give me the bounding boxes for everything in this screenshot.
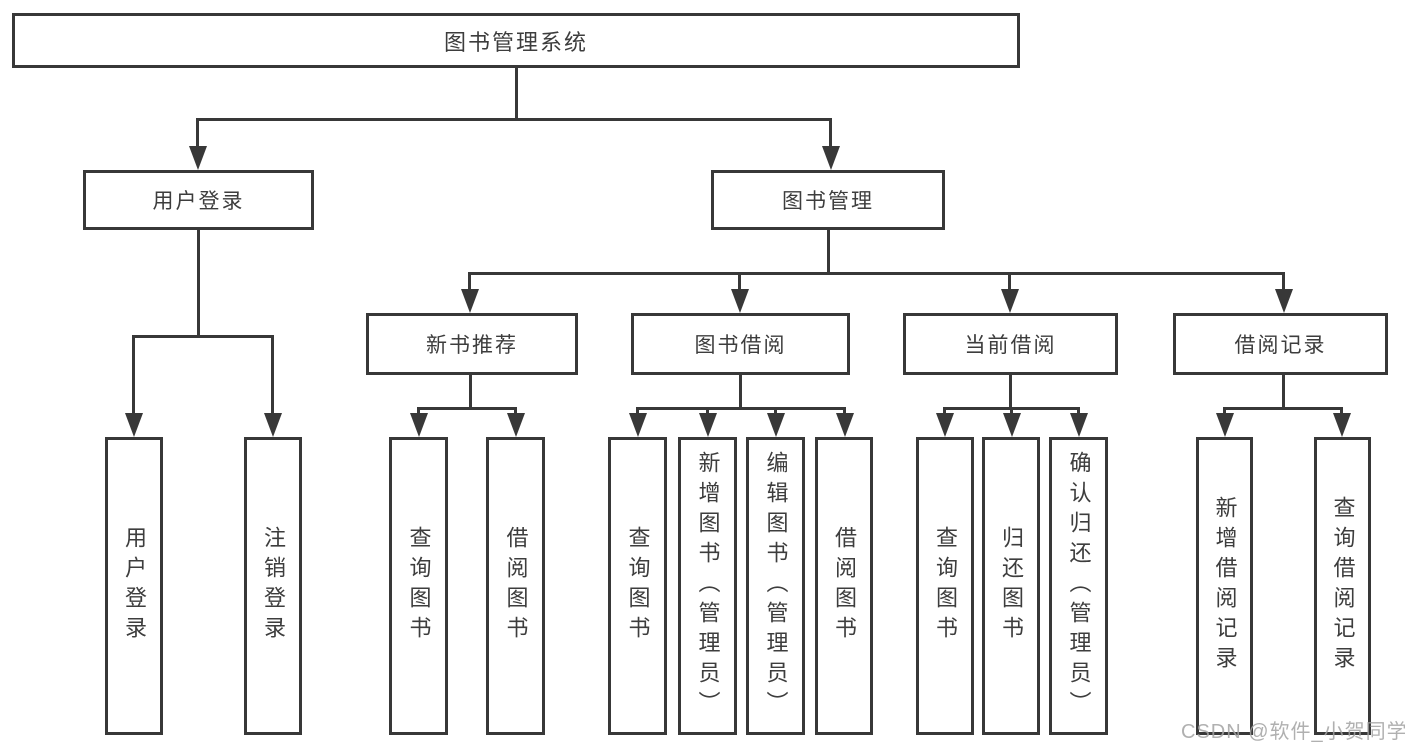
arrow-down-icon <box>189 146 207 170</box>
tree-node-label: 借阅图书 <box>503 526 529 646</box>
leaf-node-user-login: 用户登录 <box>105 437 163 735</box>
arrow-down-icon <box>1275 289 1293 313</box>
tree-node-label: 图书借阅 <box>694 334 787 357</box>
tree-node-label: 查询图书 <box>625 526 651 646</box>
arrow-down-icon <box>699 413 717 437</box>
connector-line <box>706 407 709 417</box>
tree-node-label: 查询图书 <box>933 526 958 646</box>
connector-line <box>514 407 517 417</box>
tree-node-book-management: 图书管理 <box>711 170 945 230</box>
connector-line <box>774 407 777 417</box>
tree-node-label: 新书推荐 <box>426 334 518 357</box>
connector-line <box>1009 375 1012 410</box>
connector-line <box>132 335 274 338</box>
tree-node-label: 确认归还（管理员） <box>1066 451 1092 721</box>
tree-node-label: 注销登录 <box>261 526 286 646</box>
connector-line <box>271 335 274 417</box>
connector-line <box>468 272 471 292</box>
leaf-node-query-books-3: 查询图书 <box>916 437 974 735</box>
connector-line <box>132 335 135 417</box>
leaf-node-edit-book-admin: 编辑图书（管理员） <box>746 437 805 735</box>
arrow-down-icon <box>1216 413 1234 437</box>
arrow-down-icon <box>936 413 954 437</box>
connector-line <box>197 230 200 338</box>
tree-node-book-borrow: 图书借阅 <box>631 313 850 375</box>
tree-node-label: 用户登录 <box>152 190 245 213</box>
leaf-node-borrow-books-1: 借阅图书 <box>486 437 545 735</box>
tree-node-label: 用户登录 <box>122 526 147 646</box>
connector-line <box>468 272 1285 275</box>
leaf-node-borrow-books-2: 借阅图书 <box>815 437 873 735</box>
connector-line <box>739 375 742 410</box>
tree-node-label: 归还图书 <box>999 526 1024 646</box>
connector-line <box>469 375 472 410</box>
connector-line <box>1010 407 1013 417</box>
leaf-node-logout: 注销登录 <box>244 437 302 735</box>
arrow-down-icon <box>1003 413 1021 437</box>
connector-line <box>417 407 517 410</box>
arrow-down-icon <box>125 413 143 437</box>
tree-node-label: 新增借阅记录 <box>1212 496 1238 676</box>
tree-node-new-book-recommend: 新书推荐 <box>366 313 578 375</box>
tree-node-current-borrow: 当前借阅 <box>903 313 1118 375</box>
connector-line <box>1008 272 1011 292</box>
connector-line <box>1282 272 1285 292</box>
connector-line <box>843 407 846 417</box>
connector-line <box>515 66 518 120</box>
leaf-node-query-books-2: 查询图书 <box>608 437 667 735</box>
leaf-node-add-book-admin: 新增图书（管理员） <box>678 437 737 735</box>
tree-node-label: 查询图书 <box>406 526 432 646</box>
tree-node-label: 查询借阅记录 <box>1330 496 1356 676</box>
arrow-down-icon <box>1001 289 1019 313</box>
tree-node-user-login-group: 用户登录 <box>83 170 314 230</box>
csdn-watermark: CSDN @软件_小贺同学 <box>1181 721 1405 743</box>
leaf-node-return-books: 归还图书 <box>982 437 1040 735</box>
connector-line <box>417 407 420 417</box>
tree-node-label: 编辑图书（管理员） <box>763 451 789 721</box>
arrow-down-icon <box>822 146 840 170</box>
connector-line <box>636 407 846 410</box>
connector-line <box>196 118 832 121</box>
connector-line <box>1223 407 1226 417</box>
connector-line <box>827 230 830 275</box>
tree-node-label: 图书管理系统 <box>443 29 588 55</box>
tree-node-label: 图书管理 <box>782 190 874 213</box>
arrow-down-icon <box>264 413 282 437</box>
arrow-down-icon <box>507 413 525 437</box>
connector-line <box>829 118 832 150</box>
leaf-node-query-books-1: 查询图书 <box>389 437 448 735</box>
arrow-down-icon <box>1070 413 1088 437</box>
tree-node-label: 借阅图书 <box>832 526 857 646</box>
tree-node-label: 当前借阅 <box>964 334 1057 357</box>
connector-line <box>636 407 639 417</box>
arrow-down-icon <box>461 289 479 313</box>
connector-line <box>1340 407 1343 417</box>
leaf-node-add-borrow-record: 新增借阅记录 <box>1196 437 1253 735</box>
leaf-node-query-borrow-record: 查询借阅记录 <box>1314 437 1371 735</box>
connector-line <box>1077 407 1080 417</box>
connector-line <box>1282 375 1285 410</box>
arrow-down-icon <box>836 413 854 437</box>
connector-line <box>1223 407 1343 410</box>
arrow-down-icon <box>410 413 428 437</box>
arrow-down-icon <box>629 413 647 437</box>
connector-line <box>196 118 199 150</box>
connector-line <box>738 272 741 292</box>
arrow-down-icon <box>767 413 785 437</box>
connector-line <box>943 407 946 417</box>
tree-node-label: 新增图书（管理员） <box>695 451 721 721</box>
arrow-down-icon <box>731 289 749 313</box>
leaf-node-confirm-return-admin: 确认归还（管理员） <box>1049 437 1108 735</box>
arrow-down-icon <box>1333 413 1351 437</box>
tree-node-borrow-records: 借阅记录 <box>1173 313 1388 375</box>
tree-node-label: 借阅记录 <box>1234 334 1327 357</box>
tree-node-root: 图书管理系统 <box>12 13 1020 68</box>
